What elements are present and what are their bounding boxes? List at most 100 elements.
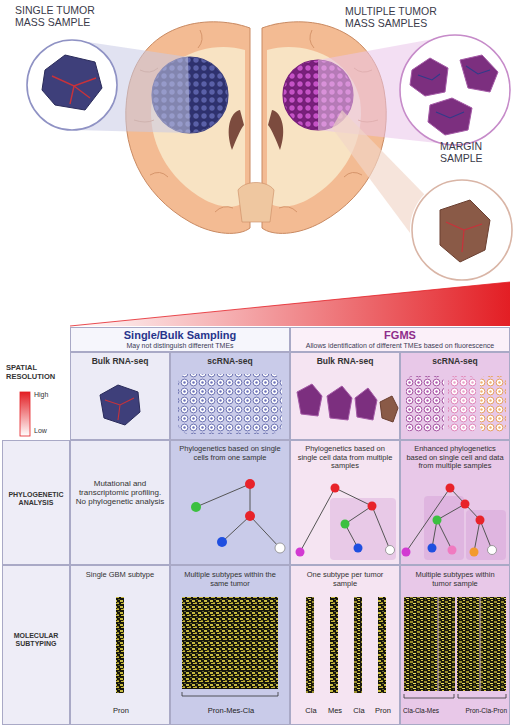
bulk-sample-fragment [380, 396, 398, 422]
single-cell-cluster [448, 376, 476, 432]
expression-heatmap [455, 597, 457, 691]
node-text: Pron [101, 707, 141, 716]
expression-heatmap [438, 597, 439, 691]
tissue-fragment [446, 222, 482, 252]
resolution-scale-bar [20, 392, 30, 436]
resolution-wedge [70, 282, 510, 326]
expression-heatmap [378, 597, 386, 693]
tissue-fragment [42, 55, 498, 262]
expression-heatmap [404, 694, 506, 698]
single-cell-cluster [178, 374, 282, 434]
phylogenetic-tree [488, 546, 497, 555]
phylogenetic-tree [466, 510, 506, 560]
phylogenetic-tree [245, 511, 255, 521]
tissue-fragment [440, 200, 490, 262]
phylogenetic-tree [196, 484, 280, 548]
phylogenetic-tree [330, 498, 396, 560]
table-cell: Phylogenetics based on single cells from… [170, 440, 290, 565]
tissue-fragment [428, 98, 472, 135]
expression-heatmap [404, 597, 506, 691]
node-heading: MARGIN SAMPLE [440, 140, 502, 164]
phylogenetic-tree [461, 500, 470, 509]
callout-circle-fill [27, 35, 514, 282]
table-cell: Mutational and transcriptomic profiling.… [70, 440, 170, 565]
phylogenetic-tree [275, 543, 285, 553]
node-text: Cla [345, 707, 373, 716]
scale-label: High [34, 391, 64, 399]
brain-illustration [268, 110, 283, 150]
node-heading: SINGLE TUMOR MASS SAMPLE [15, 4, 110, 28]
scale-label: Low [34, 427, 64, 435]
bulk-sample-fragment [105, 398, 134, 420]
phylogenetic-tree [433, 516, 442, 525]
expression-heatmap [182, 597, 278, 689]
phylogenetic-tree [296, 548, 305, 557]
resolution-scale-bar [20, 392, 30, 436]
sample-callout: MULTIPLE TUMOR MASS SAMPLES [330, 2, 515, 148]
tissue-fragment [418, 66, 490, 118]
bulk-sample-fragment [100, 385, 140, 425]
node-heading: Multiple subtypes within the same tumor [175, 571, 285, 588]
node-heading: scRNA-seq [401, 357, 509, 367]
phylogenetic-tree [406, 488, 492, 552]
brain-illustration [198, 30, 202, 48]
callout-circle-fill [410, 178, 514, 282]
expression-heatmap [330, 597, 338, 693]
row-header: PHYLOGENETIC ANALYSIS [2, 440, 70, 565]
bulk-sample-fragment [297, 384, 322, 416]
phylogenetic-tree [354, 544, 363, 553]
node-text: Pron-Cla-Pron [453, 707, 507, 714]
phylogenetic-tree [386, 546, 395, 555]
method-header: scRNA-seq [400, 352, 510, 440]
axis-title: SPATIAL RESOLUTION [6, 364, 66, 381]
phylogenetic-tree [245, 479, 255, 489]
sample-callout: MARGIN SAMPLE [405, 138, 515, 286]
phylogenetic-tree [476, 516, 485, 525]
expression-heatmap [182, 692, 278, 696]
single-cell-cluster [178, 374, 506, 434]
bulk-sample-fragment [327, 386, 352, 420]
node-heading: Mutational and transcriptomic profiling.… [75, 479, 165, 507]
bulk-sample-fragment [100, 384, 398, 425]
phylogenetic-tree [196, 484, 280, 548]
node-text: Cla-Cla-Mes [403, 707, 457, 714]
phylogenetic-tree [341, 520, 350, 529]
node-heading: Multiple subtypes within tumor sample [405, 571, 505, 588]
single-cell-cluster [406, 376, 444, 432]
tissue-fragment [42, 55, 102, 110]
table-cell: Multiple subtypes within tumor sampleCla… [400, 565, 510, 725]
node-heading: FGMS [291, 329, 509, 342]
phylogenetic-tree [217, 537, 227, 547]
node-text: May not distinguish different TMEs [71, 342, 289, 350]
table-cell: Phylogenetics based on single cell data … [290, 440, 400, 565]
brain-illustration [279, 207, 297, 212]
node-heading: Phylogenetics based on single cell data … [295, 445, 395, 471]
column-group-header: FGMSAllows identification of different T… [290, 327, 510, 352]
node-heading: Phylogenetics based on single cells from… [175, 445, 285, 462]
node-heading: Bulk RNA-seq [291, 357, 399, 367]
phylogenetic-tree [424, 496, 464, 560]
node-text: Allows identification of different TMEs … [291, 342, 509, 350]
callout-circle-outline [412, 180, 512, 280]
expression-heatmap [306, 597, 314, 693]
phylogenetic-tree [191, 479, 506, 560]
brain-illustration [344, 172, 362, 177]
node-heading: Bulk RNA-seq [71, 357, 169, 367]
resolution-wedge [70, 282, 510, 326]
callout-circle-outline [400, 35, 510, 145]
node-heading: scRNA-seq [171, 357, 289, 367]
method-header: Bulk RNA-seq [70, 352, 170, 440]
phylogenetic-tree [331, 484, 340, 493]
expression-heatmap [116, 597, 506, 698]
node-heading: PHYLOGENETIC ANALYSIS [4, 491, 68, 507]
table-cell: Enhanced phylogenetics based on single c… [400, 440, 510, 565]
phylogenetic-tree [448, 546, 457, 555]
tissue-fragment [460, 55, 498, 92]
table-cell: Single GBM subtypePron [70, 565, 170, 725]
node-text: Pron [369, 707, 397, 716]
zoom-cone [74, 35, 455, 280]
node-text: Mes [321, 707, 349, 716]
